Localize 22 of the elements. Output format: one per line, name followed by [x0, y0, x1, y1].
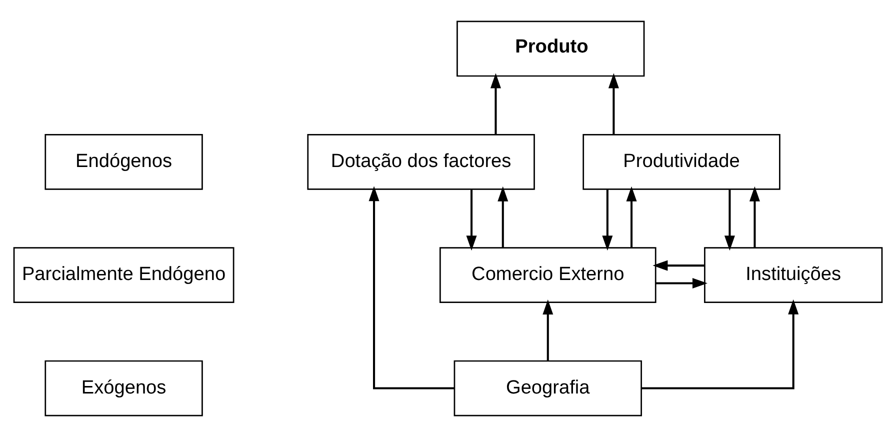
node-box: Parcialmente Endógeno: [13, 246, 234, 303]
arrow: [602, 188, 613, 250]
arrow: [608, 72, 619, 134]
arrow: [652, 260, 704, 270]
node-box: Comercio Externo: [439, 246, 656, 303]
arrow: [626, 186, 637, 248]
node-box: Geografia: [454, 360, 642, 416]
arrow: [542, 299, 554, 360]
node-box: Dotação dos factores: [307, 133, 535, 190]
arrow: [656, 278, 708, 288]
arrow: [724, 188, 735, 250]
node-box: Instituições: [704, 246, 883, 303]
arrow: [490, 72, 501, 134]
node-box: Produtividade: [582, 133, 780, 190]
node-box: Produto: [456, 20, 645, 76]
arrow: [368, 186, 454, 389]
arrow: [498, 186, 508, 248]
node-box: Endógenos: [44, 133, 203, 190]
node-box: Exógenos: [44, 360, 203, 416]
arrow: [749, 186, 760, 248]
arrow: [641, 298, 799, 389]
arrow: [466, 188, 477, 250]
